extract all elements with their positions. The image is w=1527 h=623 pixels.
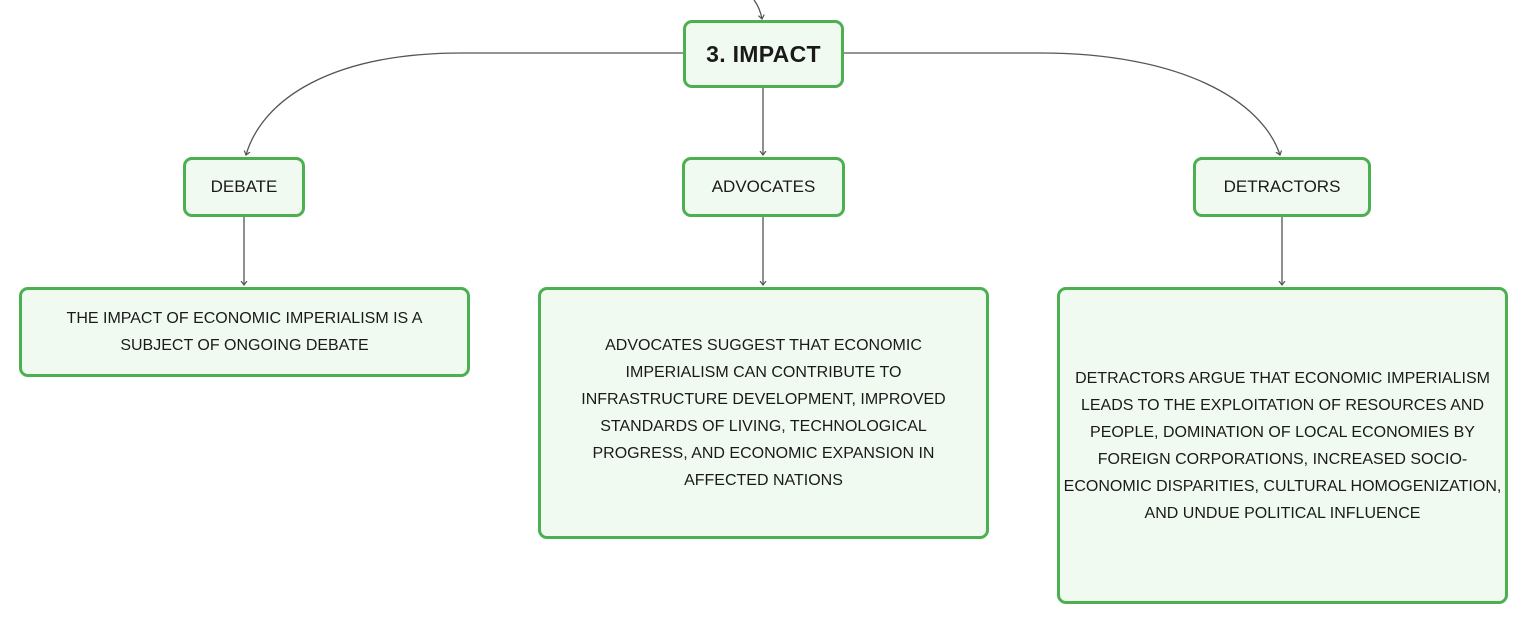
- branch-label-detractors: DETRACTORS: [1223, 177, 1341, 196]
- detail-text-advocates: ADVOCATES SUGGEST THAT ECONOMIC IMPERIAL…: [581, 337, 946, 489]
- root-node-label: 3. IMPACT: [706, 40, 821, 67]
- root-node-impact[interactable]: 3. IMPACT: [683, 20, 844, 88]
- branch-node-debate[interactable]: DEBATE: [183, 157, 305, 217]
- incoming-connector: [753, 0, 762, 19]
- branch-label-advocates: ADVOCATES: [711, 177, 816, 196]
- branch-node-detractors[interactable]: DETRACTORS: [1193, 157, 1371, 217]
- detail-text-debate: THE IMPACT OF ECONOMIC IMPERIALISM IS A …: [66, 310, 423, 354]
- branch-label-debate: DEBATE: [210, 177, 278, 196]
- detail-text-detractors: DETRACTORS ARGUE THAT ECONOMIC IMPERIALI…: [1063, 369, 1502, 522]
- detail-node-advocates[interactable]: ADVOCATES SUGGEST THAT ECONOMIC IMPERIAL…: [538, 287, 989, 539]
- branch-node-advocates[interactable]: ADVOCATES: [682, 157, 845, 217]
- detail-node-detractors[interactable]: DETRACTORS ARGUE THAT ECONOMIC IMPERIALI…: [1057, 287, 1508, 604]
- connector-root-detractors: [844, 52, 1280, 155]
- connector-root-debate: [246, 52, 683, 155]
- detail-node-debate[interactable]: THE IMPACT OF ECONOMIC IMPERIALISM IS A …: [19, 287, 470, 377]
